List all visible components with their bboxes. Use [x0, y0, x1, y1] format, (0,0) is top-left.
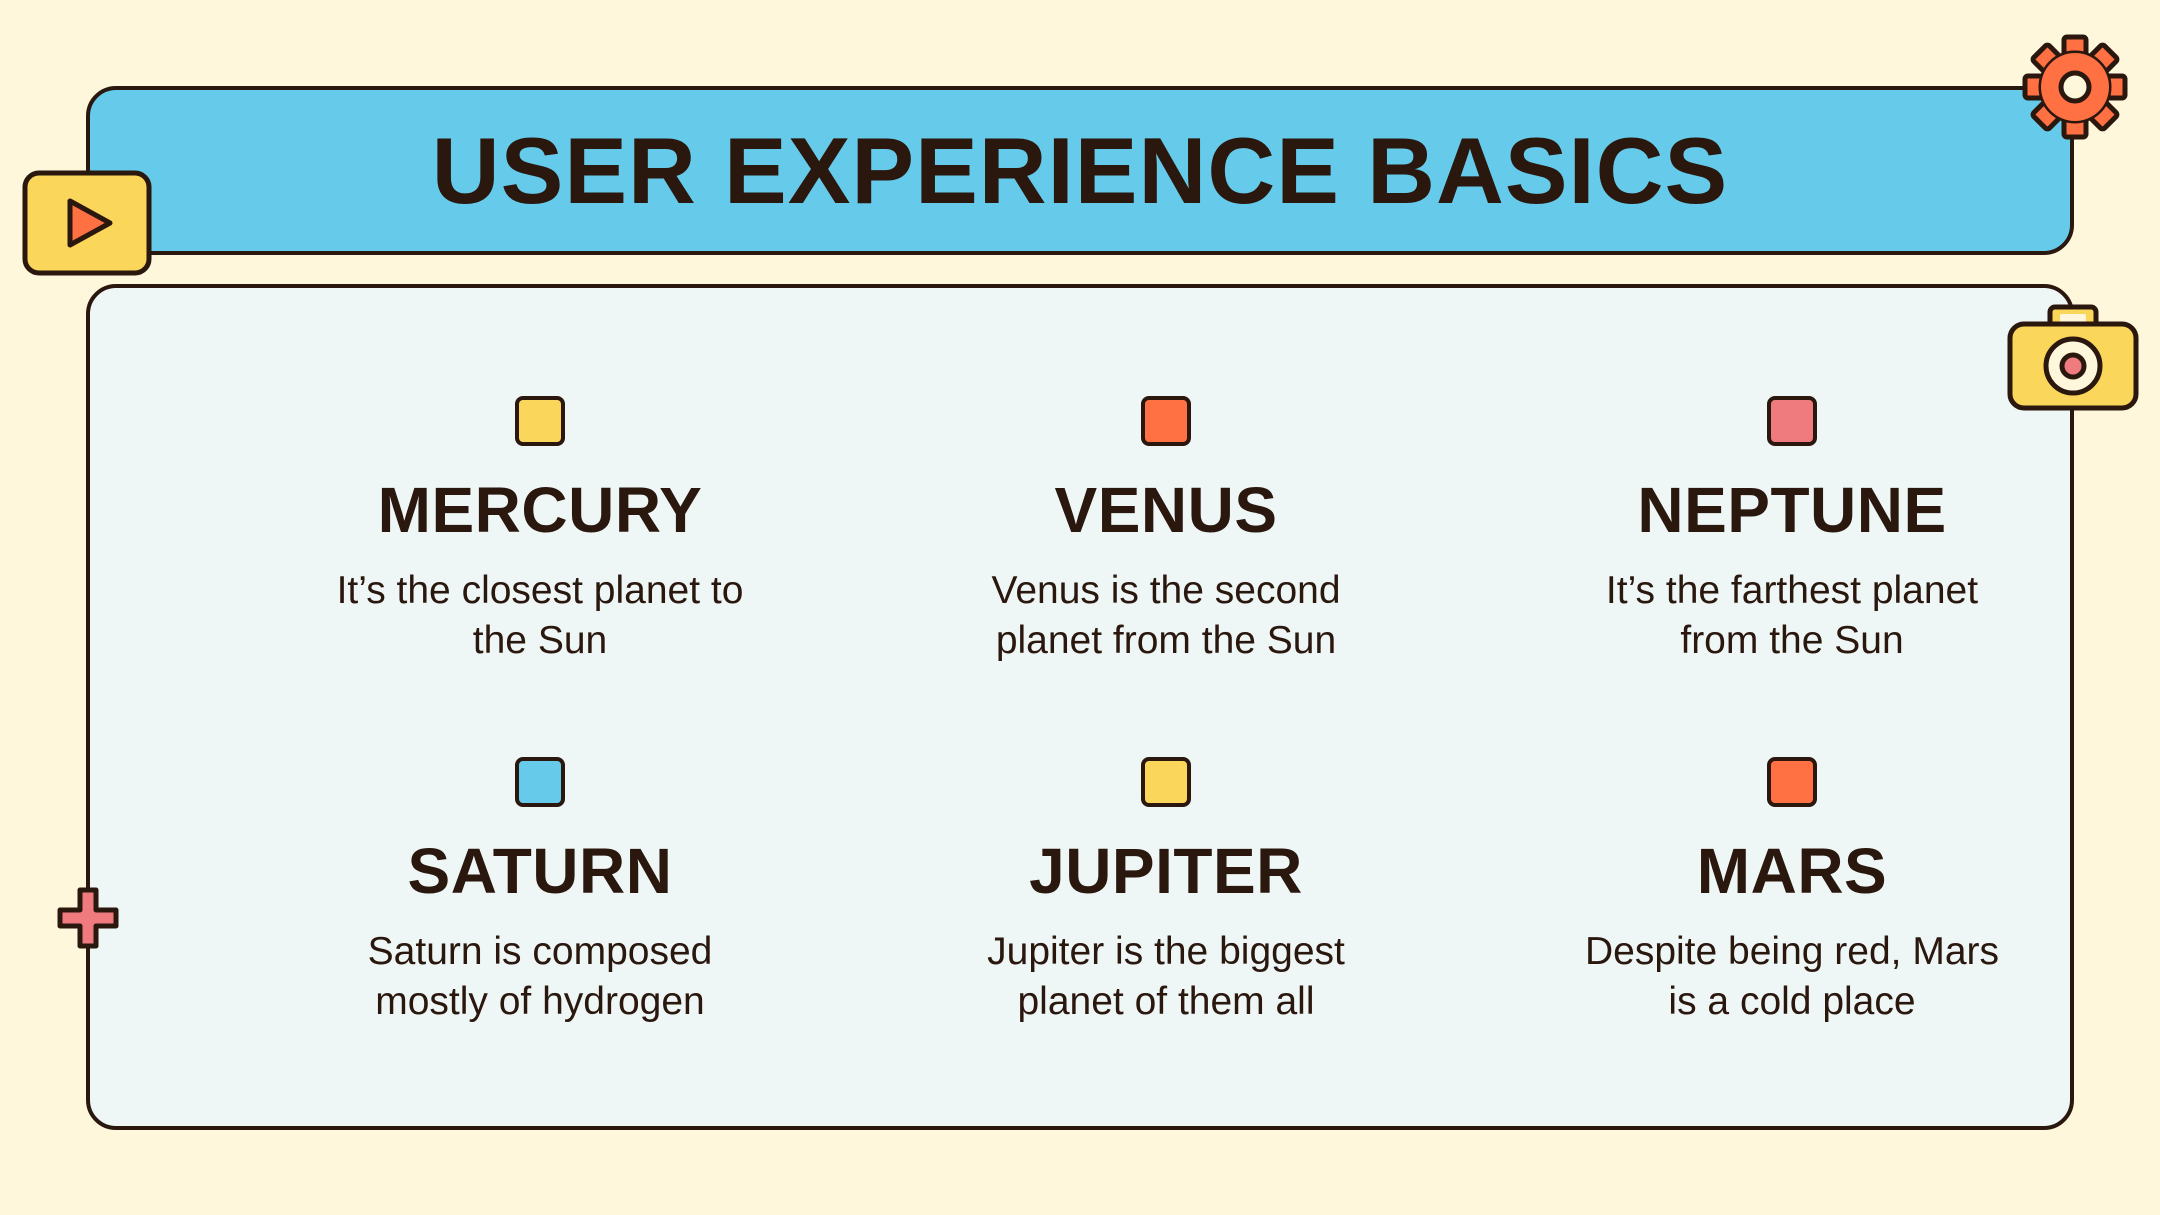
card-title: MARS	[1696, 835, 1888, 907]
card-venus: VENUS Venus is the second planet from th…	[886, 396, 1446, 666]
card-mars: MARS Despite being red, Mars is a cold p…	[1512, 757, 2072, 1027]
color-swatch	[1767, 396, 1817, 446]
card-title: SATURN	[407, 835, 673, 907]
card-neptune: NEPTUNE It’s the farthest planet from th…	[1512, 396, 2072, 666]
card-description: Saturn is composed mostly of hydrogen	[367, 930, 713, 1023]
card-jupiter: JUPITER Jupiter is the biggest planet of…	[886, 757, 1446, 1027]
card-description: Despite being red, Mars is a cold place	[1584, 930, 2000, 1023]
gear-icon	[2022, 34, 2128, 140]
color-swatch	[1141, 396, 1191, 446]
card-title: MERCURY	[377, 474, 703, 546]
play-icon	[22, 170, 152, 276]
card-description: It’s the closest planet to the Sun	[336, 569, 744, 662]
card-title: VENUS	[1054, 474, 1278, 546]
card-title: JUPITER	[1029, 835, 1303, 907]
content-panel: MERCURY It’s the closest planet to the S…	[86, 284, 2074, 1130]
camera-icon	[2007, 304, 2139, 411]
card-description: Venus is the second planet from the Sun	[991, 569, 1341, 662]
page-title: USER EXPERIENCE BASICS	[431, 117, 1729, 223]
card-title: NEPTUNE	[1637, 474, 1947, 546]
card-saturn: SATURN Saturn is composed mostly of hydr…	[260, 757, 820, 1027]
card-description: It’s the farthest planet from the Sun	[1605, 569, 1979, 662]
color-swatch	[515, 396, 565, 446]
color-swatch	[1141, 757, 1191, 807]
header-bar: USER EXPERIENCE BASICS	[86, 86, 2074, 255]
card-mercury: MERCURY It’s the closest planet to the S…	[260, 396, 820, 666]
plus-icon	[57, 887, 119, 949]
color-swatch	[1767, 757, 1817, 807]
color-swatch	[515, 757, 565, 807]
card-description: Jupiter is the biggest planet of them al…	[987, 930, 1345, 1023]
